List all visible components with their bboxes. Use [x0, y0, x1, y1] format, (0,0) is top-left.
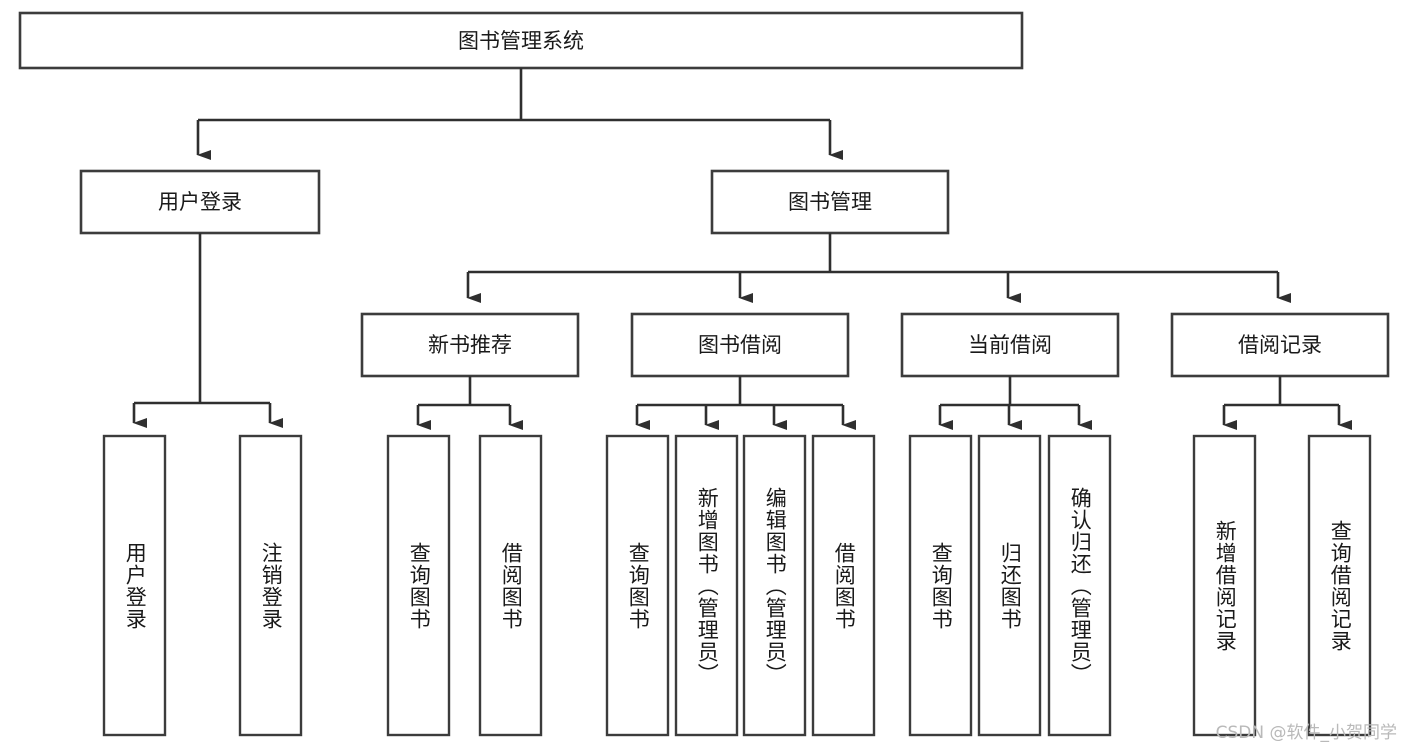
leaf-box-book-borrow-0[interactable] — [605, 434, 670, 737]
node-root-label: 图书管理系统 — [458, 29, 584, 53]
node-book-management-label: 图书管理 — [788, 190, 872, 214]
leaf-box-borrow-record-0[interactable] — [1192, 434, 1257, 737]
csdn-watermark: CSDN @软件_小贺同学 — [1215, 723, 1397, 743]
leaf-box-user-login-0[interactable] — [102, 434, 167, 737]
node-root[interactable]: 图书管理系统 — [18, 11, 1024, 70]
node-new-book-recommend-label: 新书推荐 — [428, 333, 512, 357]
leaf-box-current-borrow-0[interactable] — [908, 434, 973, 737]
leaf-box-current-borrow-1[interactable] — [977, 434, 1042, 737]
leaf-box-borrow-record-1[interactable] — [1307, 434, 1372, 737]
connector-borrow-record-to-leaves — [1222, 376, 1352, 430]
leaf-box-new-book-0[interactable] — [386, 434, 451, 737]
node-current-borrow[interactable]: 当前借阅 — [900, 312, 1120, 378]
leaf-box-book-borrow-1[interactable] — [674, 434, 739, 737]
node-user-login-label: 用户登录 — [158, 190, 242, 214]
leaf-box-book-borrow-2[interactable] — [742, 434, 807, 737]
node-new-book-recommend[interactable]: 新书推荐 — [360, 312, 580, 378]
node-book-management[interactable]: 图书管理 — [710, 169, 950, 235]
leaf-box-user-login-1[interactable] — [238, 434, 303, 737]
leaf-box-book-borrow-3[interactable] — [811, 434, 876, 737]
connector-book-management-to-level3 — [466, 233, 1291, 303]
node-book-borrow[interactable]: 图书借阅 — [630, 312, 850, 378]
node-user-login[interactable]: 用户登录 — [79, 169, 321, 235]
connector-current-borrow-to-leaves — [938, 376, 1092, 430]
node-current-borrow-label: 当前借阅 — [968, 333, 1052, 357]
leaf-box-current-borrow-2[interactable] — [1047, 434, 1112, 737]
connector-user-login-to-leaves — [132, 233, 283, 428]
node-book-borrow-label: 图书借阅 — [698, 333, 782, 357]
node-borrow-record-label: 借阅记录 — [1238, 333, 1322, 357]
connector-book-borrow-to-leaves — [635, 376, 856, 430]
leaf-box-new-book-1[interactable] — [478, 434, 543, 737]
connector-new-book-recommend-to-leaves — [416, 376, 523, 430]
connector-root-to-level2 — [196, 68, 843, 160]
node-borrow-record[interactable]: 借阅记录 — [1170, 312, 1390, 378]
